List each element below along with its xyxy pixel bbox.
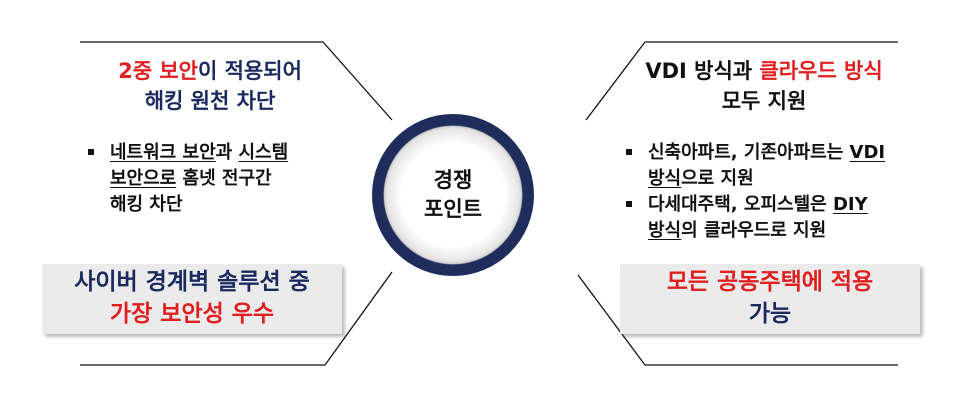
left-bottom-connector [80, 271, 393, 366]
right-bullet2-line2-rest: 의 클라우드로 지원 [681, 220, 827, 241]
left-title: 2중 보안이 적용되어 해킹 원천 차단 [60, 56, 360, 116]
right-box-line2: 가능 [748, 301, 792, 327]
center-line2: 포인트 [424, 197, 482, 221]
left-title-rest: 이 적용되어 [197, 59, 302, 83]
left-bullet-line3: 해킹 차단 [110, 194, 183, 215]
left-summary-box: 사이버 경계벽 솔루션 중 가장 보안성 우수 [42, 264, 342, 334]
left-bullet-connector: 과 [215, 142, 239, 163]
vdi-text: VDI [849, 142, 886, 163]
right-box-line1: 모든 공동주택에 적용 [666, 269, 874, 295]
right-bullet1-line2-rest: 으로 지원 [681, 168, 754, 189]
bullet-square-icon [626, 149, 632, 155]
right-title: VDI 방식과 클라우드 방식 모두 지원 [614, 56, 914, 116]
left-bullet-line2-rest: 홈넷 전구간 [176, 168, 272, 189]
left-top-connector [80, 41, 393, 121]
left-bullet: 네트워크 보안과 시스템 보안으로 홈넷 전구간 해킹 차단 [88, 140, 348, 218]
diy-text: DIY [832, 194, 868, 215]
right-title-highlight: 클라우드 방식 [759, 59, 883, 83]
center-line1: 경쟁 [433, 168, 473, 192]
right-summary-box: 모든 공동주택에 적용 가능 [620, 264, 920, 334]
right-bottom-connector [577, 274, 898, 366]
bullet-square-icon [626, 201, 632, 207]
method-text: 방식 [648, 168, 682, 189]
right-title-rest: VDI 방식과 [645, 59, 760, 83]
network-security-text: 네트워크 보안 [110, 142, 216, 163]
right-bullet2-line1: 다세대주택, 오피스텔은 [648, 194, 833, 215]
right-bullet1-line1: 신축아파트, 기존아파트는 [648, 142, 850, 163]
system-text: 시스템 [238, 142, 289, 163]
right-bullet-2: 다세대주택, 오피스텔은 DIY 방식의 클라우드로 지원 [626, 192, 926, 244]
right-bullet-1: 신축아파트, 기존아파트는 VDI 방식으로 지원 [626, 140, 926, 192]
bullet-square-icon [88, 149, 94, 155]
left-box-line2: 가장 보안성 우수 [109, 301, 275, 327]
right-top-connector [585, 41, 898, 121]
center-ring [372, 114, 534, 276]
left-title-line2: 해킹 원천 차단 [144, 89, 276, 113]
competitive-point-label: 경쟁 포인트 [411, 153, 495, 237]
right-title-line2: 모두 지원 [721, 89, 807, 113]
security-text: 보안으로 [110, 168, 177, 189]
left-box-line1: 사이버 경계벽 솔루션 중 [74, 269, 310, 295]
left-title-highlight: 2중 보안 [118, 59, 198, 83]
method-text: 방식 [648, 220, 682, 241]
